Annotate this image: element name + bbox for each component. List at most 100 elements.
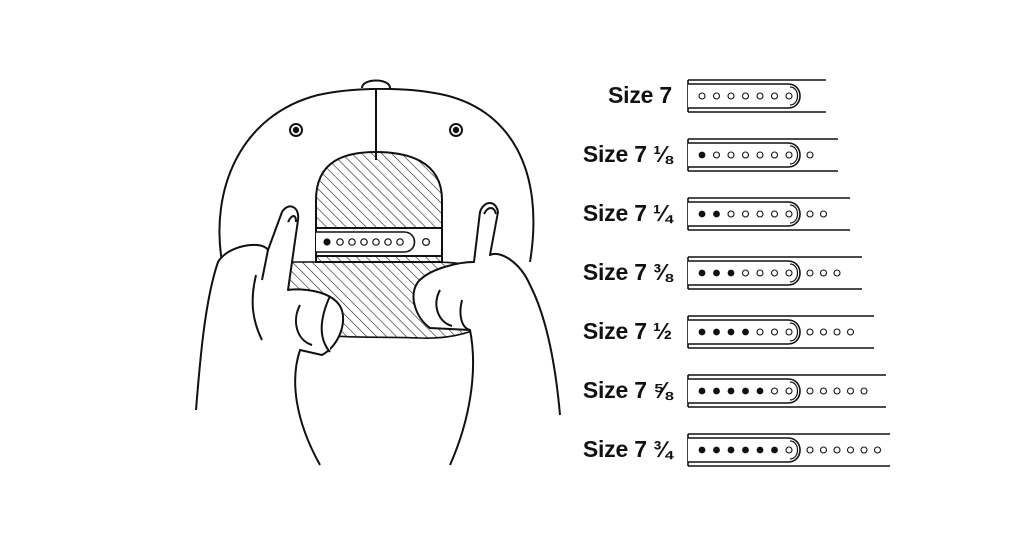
strap-tab — [688, 83, 801, 109]
open-hole — [741, 210, 750, 218]
size-label: Size 7 ⅜ — [582, 259, 672, 285]
right-hand — [412, 202, 561, 466]
open-hole — [727, 210, 735, 218]
open-hole — [756, 151, 764, 159]
strap-tab-edge — [789, 204, 799, 224]
filled-hole — [727, 387, 735, 395]
filled-hole — [742, 328, 749, 336]
open-hole — [785, 210, 793, 218]
filled-hole — [742, 387, 749, 395]
open-hole — [785, 387, 793, 395]
strap-diagram — [687, 433, 890, 467]
size-label: Size 7 ¾ — [582, 436, 672, 462]
open-hole — [770, 269, 779, 277]
open-hole — [698, 92, 706, 100]
filled-hole — [698, 151, 706, 159]
strap-diagram — [687, 315, 874, 349]
exposed-hole — [806, 269, 814, 277]
size-label: Size 7 — [607, 82, 672, 108]
strap-diagram — [687, 197, 850, 231]
filled-hole — [742, 446, 749, 454]
exposed-hole — [846, 328, 855, 336]
exposed-hole — [819, 210, 828, 218]
size-row: Size 7 ¼ — [560, 194, 890, 238]
open-hole — [741, 151, 750, 159]
filled-hole — [727, 269, 735, 277]
open-hole — [756, 92, 764, 100]
open-hole — [770, 387, 779, 395]
filled-hole — [727, 446, 735, 454]
cap-strap — [315, 227, 443, 257]
exposed-hole — [819, 387, 828, 395]
exposed-hole — [833, 269, 841, 277]
filled-hole — [713, 328, 720, 336]
filled-hole — [727, 328, 735, 336]
open-hole — [741, 269, 750, 277]
exposed-hole — [806, 446, 814, 454]
open-hole — [770, 328, 779, 336]
strap-diagram — [687, 79, 826, 113]
size-row: Size 7 ½ — [560, 312, 890, 356]
size-label: Size 7 ⅝ — [582, 377, 672, 403]
filled-hole — [698, 210, 706, 218]
strap-diagram — [687, 374, 886, 408]
strap-tab — [688, 260, 801, 286]
filled-hole — [713, 269, 720, 277]
size-label: Size 7 ⅛ — [582, 141, 672, 167]
open-hole — [712, 151, 721, 159]
filled-hole — [698, 328, 706, 336]
open-hole — [785, 446, 793, 454]
open-hole — [756, 210, 764, 218]
strap-tab-edge — [789, 381, 799, 401]
exposed-hole — [860, 387, 868, 395]
size-row: Size 7 ⅛ — [560, 135, 890, 179]
exposed-hole — [819, 269, 828, 277]
strap-tab-edge — [789, 322, 799, 342]
open-hole — [756, 269, 764, 277]
exposed-hole — [860, 446, 868, 454]
exposed-hole — [806, 151, 814, 159]
size-row: Size 7 ¾ — [560, 430, 890, 474]
exposed-hole — [846, 387, 855, 395]
exposed-hole — [833, 387, 841, 395]
open-hole — [756, 328, 764, 336]
filled-hole — [771, 446, 778, 454]
exposed-hole — [819, 328, 828, 336]
strap-tab — [688, 142, 801, 168]
filled-hole — [698, 446, 706, 454]
open-hole — [785, 269, 793, 277]
strap-tab-edge — [789, 86, 799, 106]
filled-hole — [713, 210, 720, 218]
exposed-hole — [819, 446, 828, 454]
size-label: Size 7 ½ — [582, 318, 672, 344]
open-hole — [785, 151, 793, 159]
exposed-hole — [833, 446, 841, 454]
exposed-hole — [846, 446, 855, 454]
strap-diagram — [687, 256, 862, 290]
size-label: Size 7 ¼ — [582, 200, 672, 226]
open-hole — [770, 210, 779, 218]
filled-hole — [698, 387, 706, 395]
exposed-hole — [806, 387, 814, 395]
strap-tab — [688, 201, 801, 227]
open-hole — [785, 92, 793, 100]
size-row: Size 7 ⅝ — [560, 371, 890, 415]
filled-hole — [756, 446, 764, 454]
exposed-hole — [806, 328, 814, 336]
open-hole — [770, 151, 779, 159]
open-hole — [712, 92, 721, 100]
exposed-hole — [873, 446, 882, 454]
strap-tab-edge — [789, 440, 799, 460]
filled-hole — [756, 387, 764, 395]
size-row: Size 7 ⅜ — [560, 253, 890, 297]
open-hole — [727, 151, 735, 159]
strap-tab-edge — [789, 263, 799, 283]
open-hole — [741, 92, 750, 100]
exposed-hole — [806, 210, 814, 218]
filled-hole — [713, 387, 720, 395]
exposed-hole — [833, 328, 841, 336]
open-hole — [727, 92, 735, 100]
left-hand — [195, 205, 345, 466]
size-row: Size 7 — [560, 76, 890, 120]
